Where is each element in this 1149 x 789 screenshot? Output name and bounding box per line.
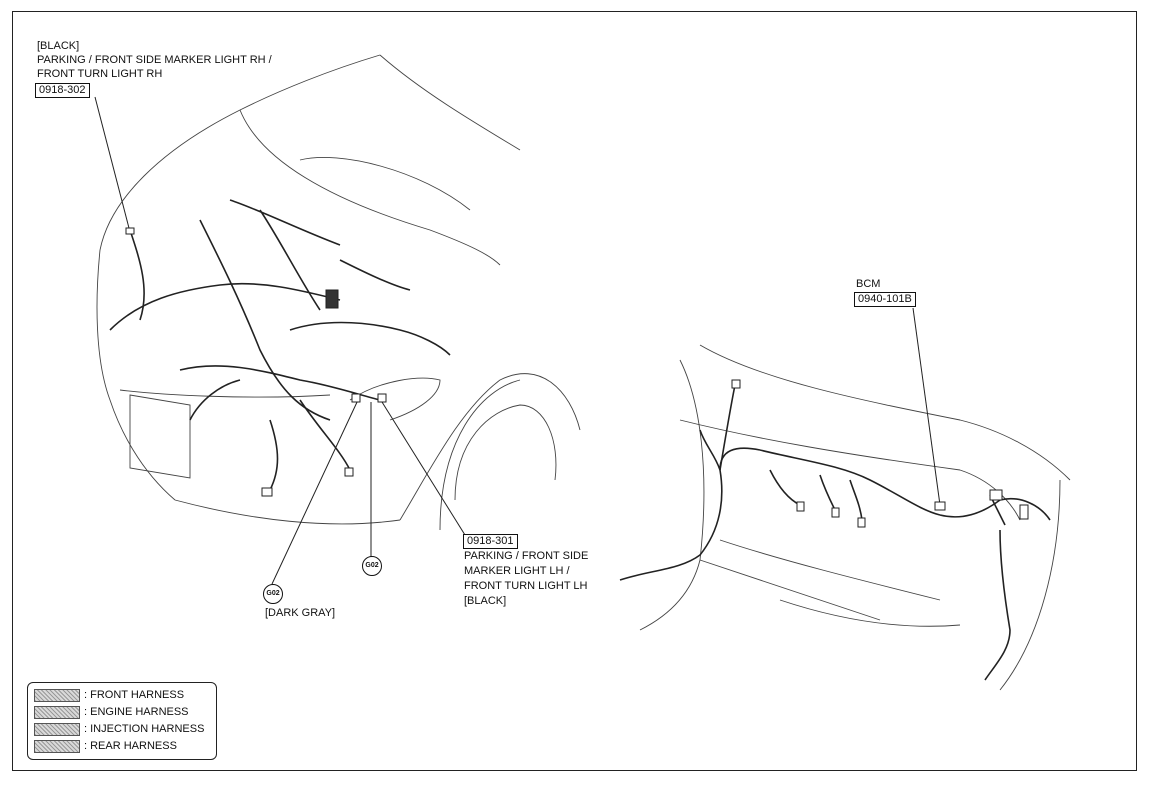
legend-label: : FRONT HARNESS xyxy=(84,688,185,701)
lh-color-label: [BLACK] xyxy=(464,595,507,607)
legend-item-engine-harness: : ENGINE HARNESS xyxy=(34,705,189,719)
legend-swatch xyxy=(34,739,80,753)
legend-swatch xyxy=(34,722,80,736)
legend-label: : REAR HARNESS xyxy=(84,739,177,752)
legend-label: : INJECTION HARNESS xyxy=(84,722,205,735)
legend-swatch xyxy=(34,688,80,702)
lh-description-line3: FRONT TURN LIGHT LH xyxy=(464,580,588,592)
legend-item-rear-harness: : REAR HARNESS xyxy=(34,739,177,753)
legend-item-injection-harness: : INJECTION HARNESS xyxy=(34,722,204,736)
rh-connector-code: 0918-302 xyxy=(35,83,90,98)
lh-description-line1: PARKING / FRONT SIDE xyxy=(464,550,589,562)
legend-swatch xyxy=(34,705,80,719)
lh-connector-code: 0918-301 xyxy=(463,534,518,549)
legend-item-front-harness: : FRONT HARNESS xyxy=(34,688,184,702)
rh-color-label: [BLACK] xyxy=(37,40,80,52)
rh-description-line1: PARKING / FRONT SIDE MARKER LIGHT RH / xyxy=(37,54,272,66)
ground-color-label: [DARK GRAY] xyxy=(265,607,336,619)
diagram-frame xyxy=(12,11,1137,771)
rh-description-line2: FRONT TURN LIGHT RH xyxy=(37,68,163,80)
bcm-label: BCM xyxy=(856,278,881,290)
harness-legend: : FRONT HARNESS : ENGINE HARNESS : INJEC… xyxy=(27,682,217,760)
ground-point-g02-b: G02 xyxy=(362,556,382,576)
legend-label: : ENGINE HARNESS xyxy=(84,705,189,718)
ground-point-g02-a: G02 xyxy=(263,584,283,604)
lh-description-line2: MARKER LIGHT LH / xyxy=(464,565,570,577)
bcm-connector-code: 0940-101B xyxy=(854,292,916,307)
